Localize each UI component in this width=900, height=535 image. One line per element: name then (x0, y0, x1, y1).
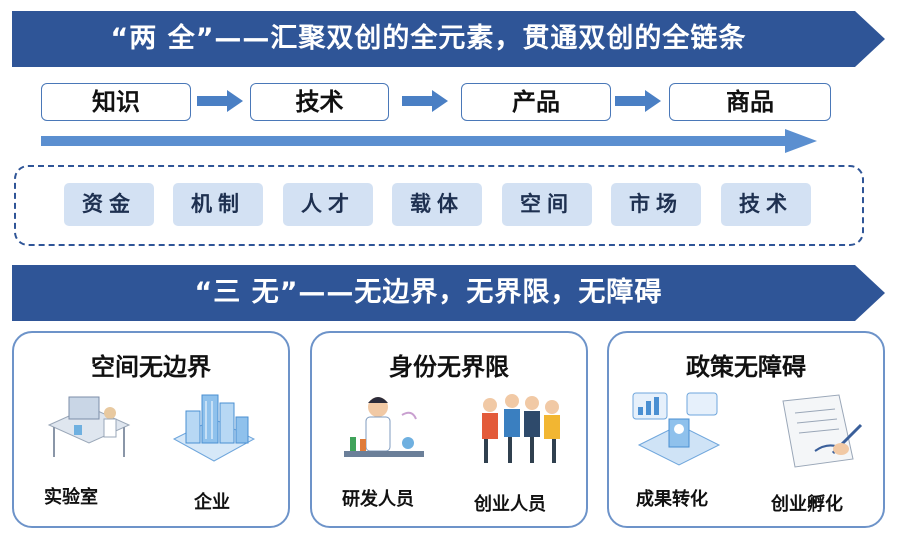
flow-arrow-icon (402, 90, 448, 112)
entrepreneurship-incubation-icon (782, 394, 863, 468)
panel-space-no-boundary: 空间无边界 实验室 企业 (12, 331, 290, 528)
element-chip-market: 市场 (611, 183, 701, 226)
researcher-icon (344, 397, 424, 457)
element-chip-carrier: 载体 (392, 183, 482, 226)
flow-arrow-icon (615, 90, 661, 112)
item-label-incubation: 创业孵化 (771, 494, 843, 515)
element-chip-funds: 资金 (64, 183, 154, 226)
laboratory-icon (47, 396, 131, 457)
elements-container (14, 165, 864, 246)
item-label-entrepreneurs: 创业人员 (474, 494, 546, 515)
element-chip-talent: 人才 (283, 183, 373, 226)
panel-title: 空间无边界 (91, 353, 211, 381)
long-progress-arrow (41, 129, 817, 153)
element-chip-technology: 技术 (721, 183, 811, 226)
banner-title: “两 全”——汇聚双创的全元素，贯通双创的全链条 (110, 23, 747, 54)
item-label-transformation: 成果转化 (636, 489, 708, 510)
banner-two-completes: “两 全”——汇聚双创的全元素，贯通双创的全链条 (12, 11, 885, 67)
banner-title: “三 无”——无边界，无界限，无障碍 (194, 277, 663, 308)
entrepreneurs-group-icon (482, 394, 560, 463)
banner-arrow-shape (12, 11, 885, 67)
flow-step-commodity: 商品 (669, 83, 831, 121)
item-label-researchers: 研发人员 (342, 489, 414, 510)
item-label-laboratory: 实验室 (44, 487, 98, 508)
panel-title: 政策无障碍 (686, 353, 806, 381)
item-label-enterprise: 企业 (194, 492, 230, 513)
element-chip-mechanism: 机制 (173, 183, 263, 226)
flow-step-technology: 技术 (250, 83, 389, 121)
panel-policy-no-barrier: 政策无障碍 成果转化 创业孵化 (607, 331, 885, 528)
flow-arrow-icon (197, 90, 243, 112)
enterprise-buildings-icon (172, 394, 256, 462)
panel-identity-no-limit: 身份无界限 研发人员 创业人员 (310, 331, 588, 528)
panel-title: 身份无界限 (389, 353, 509, 381)
flow-step-knowledge: 知识 (41, 83, 191, 121)
banner-three-nones: “三 无”——无边界，无界限，无障碍 (12, 265, 885, 321)
element-chip-space: 空间 (502, 183, 592, 226)
achievement-transformation-icon (632, 392, 721, 466)
banner-arrow-shape (12, 265, 885, 321)
flow-step-product: 产品 (461, 83, 611, 121)
